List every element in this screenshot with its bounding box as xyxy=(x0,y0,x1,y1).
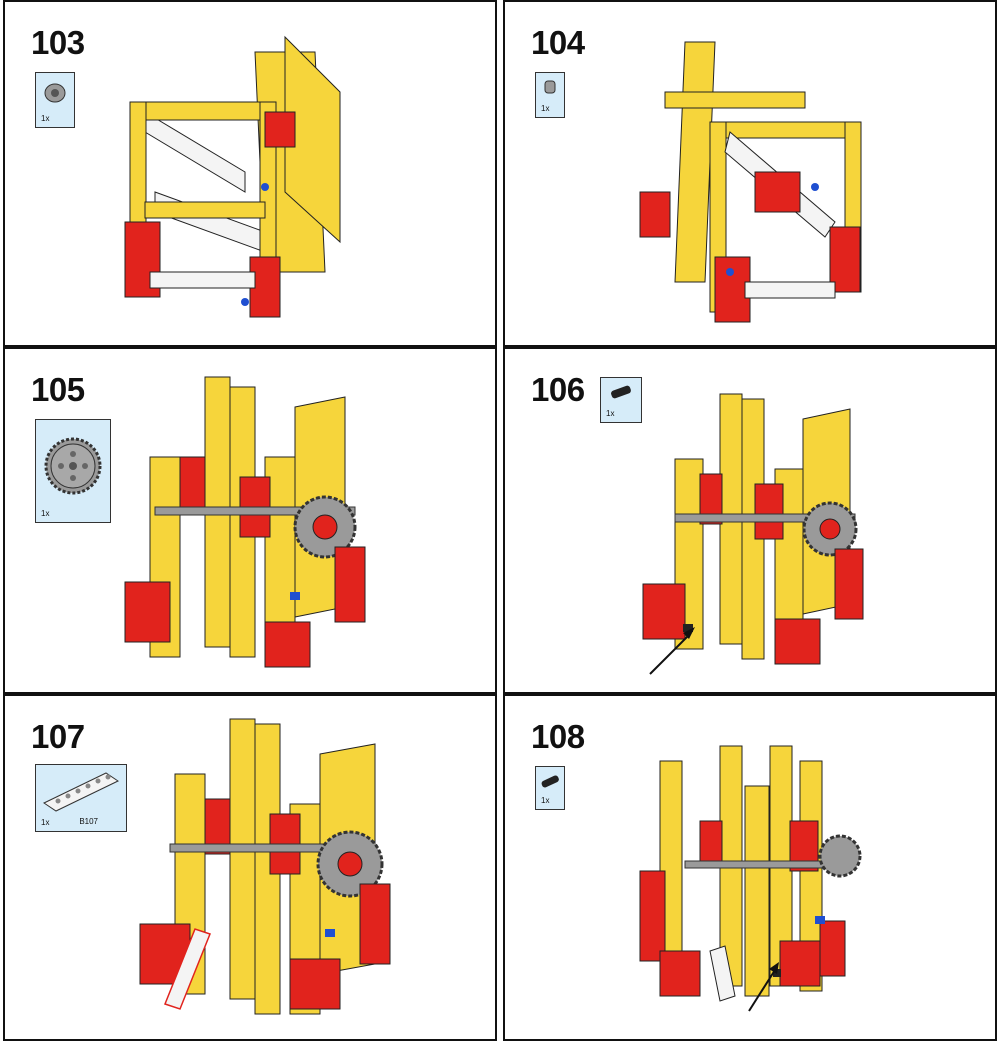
part-quantity: 1x xyxy=(541,104,550,113)
beam-icon xyxy=(42,772,120,812)
step-number: 105 xyxy=(31,371,85,408)
step-number: 106 xyxy=(531,371,585,408)
step-number: 107 xyxy=(31,718,85,755)
parts-callout: 1x xyxy=(535,72,565,118)
gear-icon xyxy=(44,437,102,495)
parts-callout: 1x xyxy=(600,377,642,423)
step-number: 108 xyxy=(531,718,585,755)
step-panel-108: 108 1x xyxy=(503,694,997,1041)
pointer-arrow-icon xyxy=(649,627,695,675)
step-panel-103: 103 1x xyxy=(3,0,497,347)
step-panel-104: 104 1x xyxy=(503,0,997,347)
step-panel-106: 106 1x xyxy=(503,347,997,694)
assembly-model-108 xyxy=(639,745,862,1002)
part-id: B107 xyxy=(79,817,98,826)
connector-pin-icon xyxy=(541,775,559,788)
half-bush-icon xyxy=(544,80,556,94)
assembly-model-106 xyxy=(642,393,864,665)
step-number: 104 xyxy=(531,24,585,61)
parts-callout: 1x xyxy=(535,766,565,810)
step-panel-105: 105 1x xyxy=(3,347,497,694)
connector-pin-icon xyxy=(611,385,631,399)
assembly-model-105 xyxy=(124,376,366,668)
assembly-model-103 xyxy=(124,35,341,318)
parts-callout: 1x xyxy=(35,419,111,523)
assembly-model-107 xyxy=(139,718,391,1015)
parts-callout: 1x B107 xyxy=(35,764,127,832)
parts-callout: 1x xyxy=(35,72,75,128)
bush-icon xyxy=(44,83,66,103)
part-quantity: 1x xyxy=(41,509,50,518)
part-quantity: 1x xyxy=(541,796,550,805)
part-quantity: 1x xyxy=(606,409,615,418)
step-number: 103 xyxy=(31,24,85,61)
part-quantity: 1x xyxy=(41,114,50,123)
pointer-arrow-icon xyxy=(748,962,779,1012)
step-panel-107: 107 1x B107 xyxy=(3,694,497,1041)
part-quantity: 1x xyxy=(41,818,50,827)
assembly-model-104 xyxy=(639,41,862,323)
